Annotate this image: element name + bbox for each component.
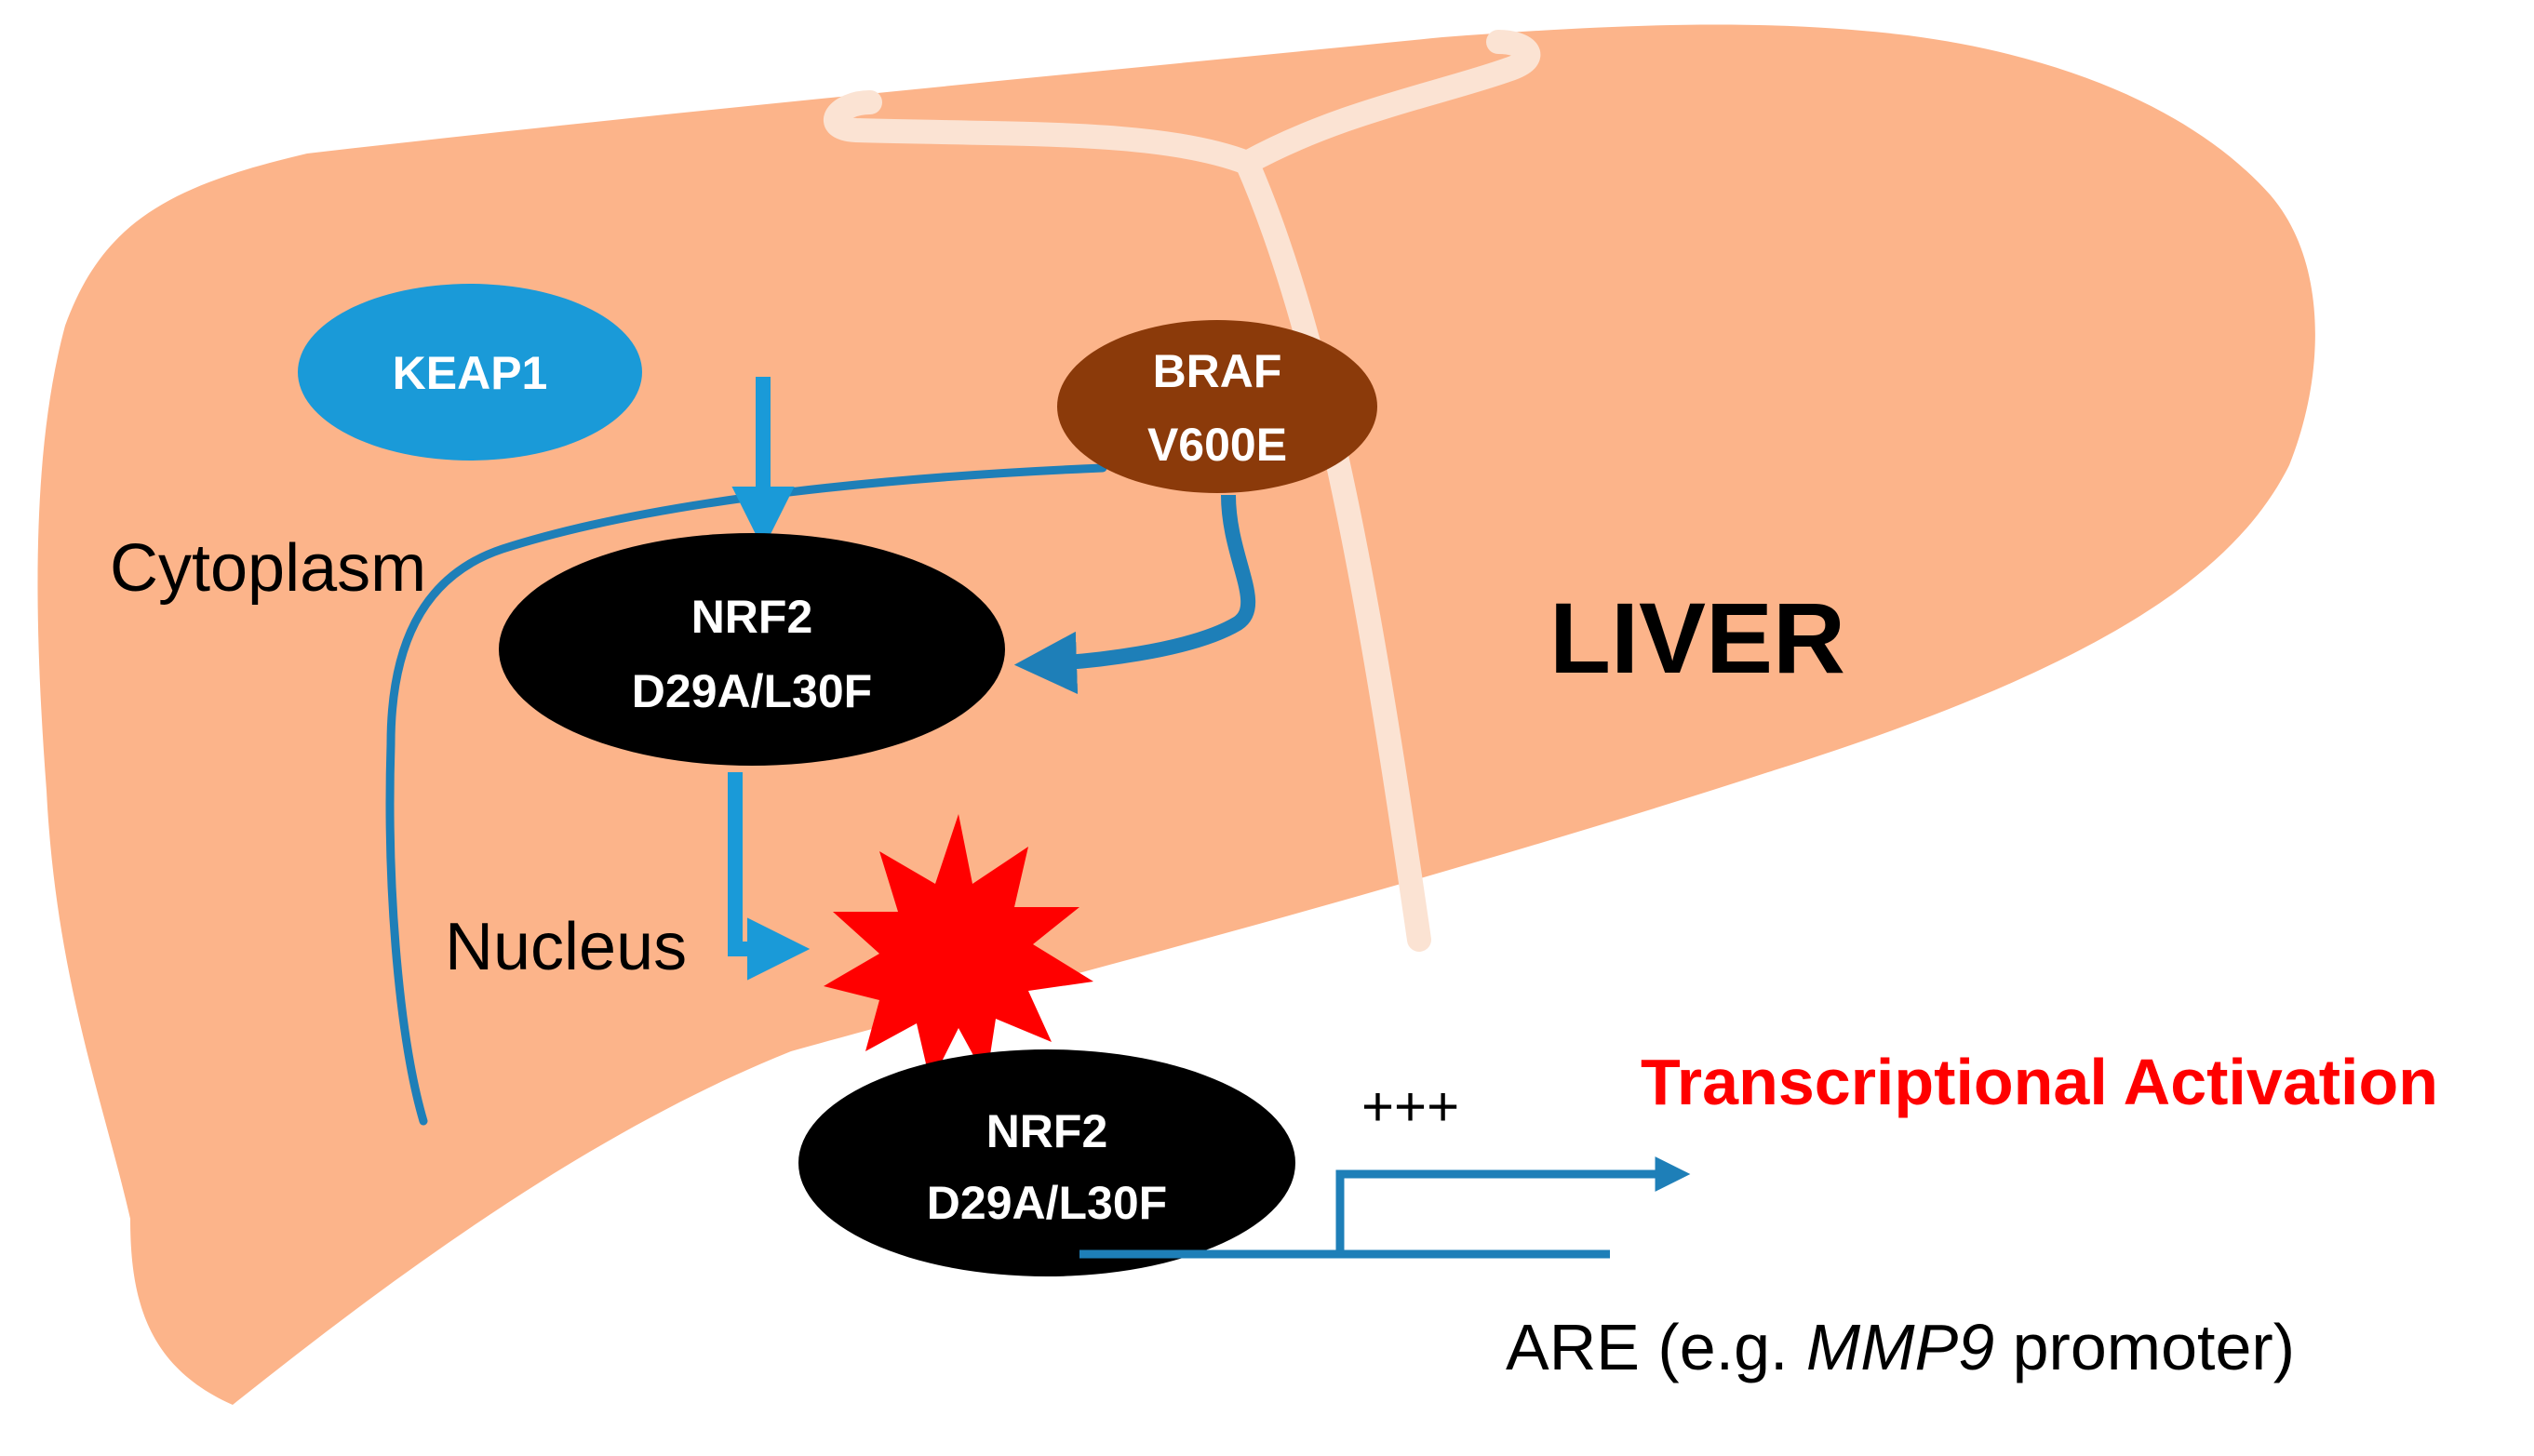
are-label-gene: MMP9 [1806, 1311, 1994, 1383]
liver-vessel-branch-left [824, 90, 1259, 175]
nrf2-nucleus-line2: D29A/L30F [927, 1177, 1167, 1229]
activation-burst-icon [824, 814, 1093, 1084]
nucleus-label: Nucleus [445, 910, 687, 984]
are-label-prefix: ARE (e.g. [1506, 1311, 1806, 1383]
braf-to-nrf2-arrow [1013, 494, 1256, 695]
braf-label-line2: V600E [1147, 419, 1287, 471]
plus-marks: +++ [1361, 1075, 1459, 1138]
nrf2-cytoplasm-line1: NRF2 [691, 591, 813, 643]
activation-label: Transcriptional Activation [1641, 1046, 2438, 1118]
liver-vessel [1235, 151, 1431, 952]
nrf2-nucleus-line1: NRF2 [986, 1105, 1108, 1157]
nrf2-cytoplasm-node: NRF2 D29A/L30F [499, 533, 1005, 766]
keap1-label: KEAP1 [393, 347, 548, 399]
liver-label: LIVER [1549, 581, 1845, 694]
are-label-suffix: promoter) [1994, 1311, 2295, 1383]
braf-label-line1: BRAF [1153, 345, 1282, 397]
cytoplasm-label: Cytoplasm [110, 531, 426, 606]
nrf2-nucleus-node: NRF2 D29A/L30F [798, 1049, 1295, 1276]
braf-node: BRAF V600E [1057, 320, 1377, 493]
nuclear-translocation-arrow [728, 772, 811, 981]
are-label: ARE (e.g. MMP9 promoter) [1506, 1311, 2295, 1383]
nuclear-membrane-line [385, 463, 1107, 1126]
liver-vessel-branch-right [1235, 30, 1540, 175]
transcription-start-arrow [1335, 1156, 1691, 1254]
keap1-node: KEAP1 [298, 284, 642, 461]
nrf2-cytoplasm-line2: D29A/L30F [632, 665, 872, 717]
